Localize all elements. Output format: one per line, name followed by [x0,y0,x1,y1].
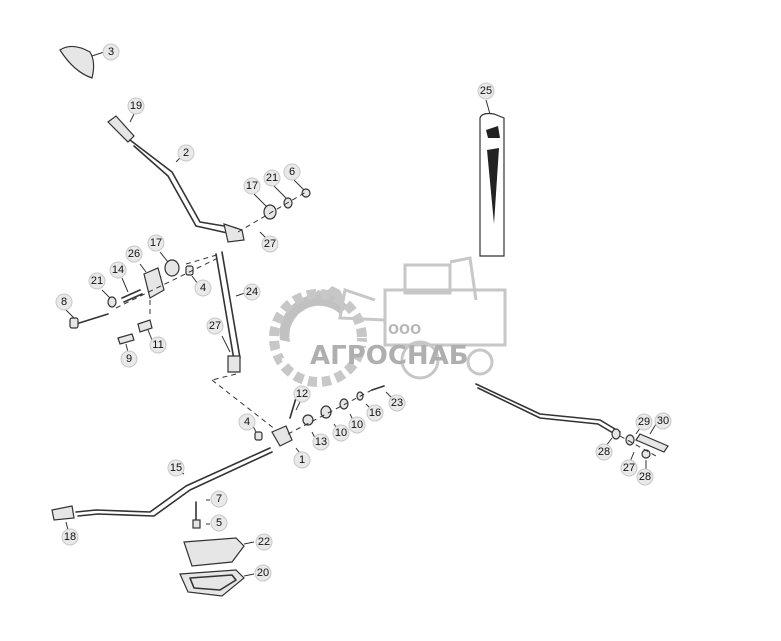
callout-21b: 21 [88,272,106,290]
callout-19: 19 [127,97,145,115]
svg-text:30: 30 [657,415,669,427]
svg-text:5: 5 [216,517,222,529]
callout-26: 26 [125,245,143,263]
svg-text:24: 24 [246,286,258,298]
watermark: ООО АГРОСНАБ [269,256,507,387]
callout-7: 7 [210,490,228,508]
watermark-prefix: ООО [388,323,421,338]
svg-text:21: 21 [266,172,278,184]
svg-text:27: 27 [264,238,276,250]
svg-text:20: 20 [257,567,269,579]
callout-28b: 28 [636,468,654,486]
callout-30: 30 [654,412,672,430]
svg-text:27: 27 [209,320,221,332]
callout-4a: 4 [194,279,212,297]
svg-text:7: 7 [216,493,222,505]
part-lower-lever [51,447,273,531]
gear-logo-icon [269,286,393,387]
watermark-name: АГРОСНАБ [310,341,469,371]
svg-text:11: 11 [152,339,163,351]
svg-text:9: 9 [126,353,132,365]
callout-27a: 27 [261,235,279,253]
svg-text:21: 21 [91,275,103,287]
callout-11: 11 [149,336,167,354]
svg-text:4: 4 [200,282,206,294]
svg-text:2: 2 [183,147,189,159]
svg-text:17: 17 [150,237,162,249]
part-pivot-group [63,251,219,353]
callout-8: 8 [55,293,73,311]
svg-text:13: 13 [315,436,327,448]
callout-10a: 10 [348,416,366,434]
part-rod [185,251,249,373]
svg-text:28: 28 [598,446,610,458]
callout-2: 2 [177,144,195,162]
part-upper-fasteners [237,179,311,241]
combine-harvester-icon [338,256,507,380]
svg-text:10: 10 [335,427,347,439]
svg-text:6: 6 [289,166,295,178]
callout-5: 5 [210,514,228,532]
callout-28a: 28 [595,443,613,461]
part-central-pivot [211,373,395,457]
callout-27b: 27 [206,317,224,335]
callout-12: 12 [293,385,311,403]
callout-1: 1 [293,451,311,469]
part-knob-cover [59,45,105,79]
callout-27c: 27 [620,459,638,477]
part-decal [479,99,505,257]
svg-text:18: 18 [64,531,76,543]
svg-text:23: 23 [391,397,403,409]
svg-text:26: 26 [128,248,140,260]
svg-text:8: 8 [61,296,67,308]
svg-text:25: 25 [480,85,492,97]
svg-text:1: 1 [299,454,305,466]
svg-text:10: 10 [351,419,363,431]
callout-17a: 17 [243,177,261,195]
callout-18: 18 [61,528,79,546]
callout-23: 23 [388,394,406,412]
svg-text:3: 3 [108,46,114,58]
callout-24: 24 [243,283,261,301]
callout-21a: 21 [263,169,281,187]
svg-text:14: 14 [112,264,124,276]
svg-text:28: 28 [639,471,651,483]
callout-20: 20 [254,564,272,582]
callout-10b: 10 [332,424,350,442]
callout-6: 6 [283,163,301,181]
svg-text:4: 4 [244,416,250,428]
callout-25: 25 [477,82,495,100]
callout-16: 16 [366,404,384,422]
callout-13: 13 [312,433,330,451]
callout-15: 15 [167,459,185,477]
svg-text:16: 16 [369,407,381,419]
svg-text:22: 22 [258,536,270,548]
callout-14: 14 [109,261,127,279]
callout-4b: 4 [238,413,256,431]
svg-text:19: 19 [130,100,142,112]
svg-text:17: 17 [246,180,258,192]
part-upper-lever [107,113,245,243]
svg-text:27: 27 [623,462,635,474]
callout-3: 3 [102,43,120,61]
callout-22: 22 [255,533,273,551]
callout-9: 9 [120,350,138,368]
part-boot-plate [179,499,255,597]
callout-29: 29 [635,413,653,431]
svg-text:12: 12 [296,388,308,400]
callout-17b: 17 [147,234,165,252]
svg-text:15: 15 [170,462,182,474]
svg-text:29: 29 [638,416,650,428]
